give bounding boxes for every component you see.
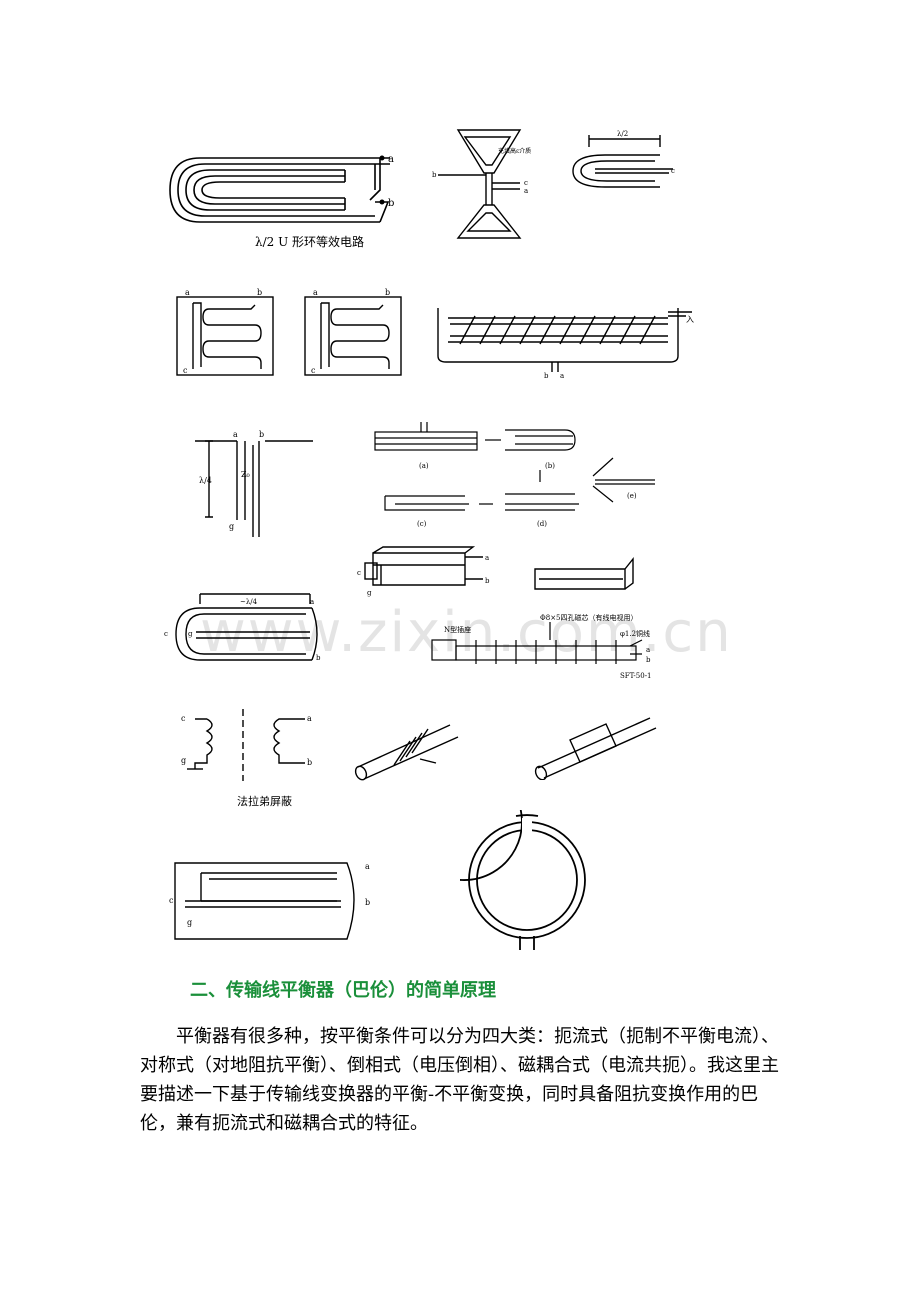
quarter-dim: ~λ/4: [240, 598, 258, 606]
faraday-label-a: a: [307, 714, 312, 723]
helix-label-b: b: [544, 372, 549, 380]
stub-label-a: a: [233, 430, 238, 439]
box-label-a: a: [485, 554, 489, 562]
half-cyl-label-g: g: [187, 918, 192, 927]
quarter-label-c: c: [164, 630, 168, 638]
box-label-b: b: [485, 577, 490, 585]
meander2-label-c: c: [311, 366, 316, 375]
meander-label-a: a: [185, 288, 190, 297]
bowtie-label-a: a: [524, 187, 528, 195]
quarter-label-a: a: [310, 598, 314, 606]
faraday-label-c: c: [181, 714, 186, 723]
faraday-label-b: b: [307, 758, 312, 767]
ferrite-label-a: a: [646, 646, 650, 654]
half-cyl-label-c: c: [169, 896, 174, 905]
u-loop-label-a: a: [388, 154, 394, 165]
stub-dim: λ/4: [199, 476, 212, 485]
section-heading: 二、传输线平衡器（巴伦）的简单原理: [190, 980, 496, 1001]
meander2-label-b: b: [385, 288, 390, 297]
stub-label-b: b: [259, 430, 264, 439]
bowtie-note: 充填高ε介质: [498, 147, 531, 155]
sequence-figure: (a) (b) (c) (d) (e): [374, 422, 655, 528]
ferrite-figure: Φ8×5四孔磁芯（有线电视用） φ1.2铜线 N型插座 SFT-50-1 a b: [431, 613, 652, 680]
ferrite-label2: φ1.2铜线: [620, 629, 650, 638]
quarter-cyl-figure: ~λ/4 a b c g: [164, 593, 321, 662]
meander2-label-a: a: [313, 288, 318, 297]
faraday-label-g: g: [181, 756, 186, 765]
halfwave-label-c: c: [671, 167, 675, 175]
box-label-c: c: [357, 569, 361, 577]
meander-label-c: c: [183, 366, 188, 375]
half-cyl-figure: a b c g: [169, 862, 370, 940]
stub-z: Z₀: [241, 470, 250, 479]
seq-label-e: (e): [627, 492, 637, 500]
u-loop-caption: λ/2 U 形环等效电路: [255, 234, 364, 249]
helix-label-a: a: [560, 372, 564, 380]
seq-label-c: (c): [417, 520, 427, 528]
stub-figure: λ/4 Z₀ a b g: [195, 430, 313, 537]
seq-label-a: (a): [419, 462, 429, 470]
meander-label-b: b: [257, 288, 262, 297]
quarter-label-g: g: [188, 630, 193, 638]
seq-label-b: (b): [545, 462, 555, 470]
meander-figure: a b c a b c: [176, 288, 402, 376]
box-balun-figure: a b c g: [357, 546, 490, 597]
ring-figure: [460, 810, 586, 950]
box-label-g: g: [367, 589, 372, 597]
quarter-label-b: b: [316, 654, 321, 662]
section-paragraph: 平衡器有很多种，按平衡条件可以分为四大类：扼流式（扼制不平衡电流）、对称式（对地…: [140, 1026, 779, 1134]
sleeve-rod-figure: [534, 717, 657, 780]
halfwave-dim: λ/2: [617, 130, 628, 138]
seq-label-d: (d): [537, 520, 547, 528]
faraday-figure: c g a b 法拉弟屏蔽: [181, 709, 312, 808]
u-loop-figure: a b λ/2 U 形环等效电路: [169, 154, 394, 249]
bowtie-figure: 充填高ε介质 b c a: [432, 129, 531, 239]
ferrite-label1: Φ8×5四孔磁芯（有线电视用）: [540, 613, 638, 622]
helix-trough-figure: 入 b a: [437, 308, 694, 380]
half-cyl-label-b: b: [365, 898, 370, 907]
u-loop-label-b: b: [388, 198, 394, 209]
bracket-figure: [534, 557, 634, 590]
bowtie-label-c: c: [524, 179, 528, 187]
faraday-caption: 法拉弟屏蔽: [237, 794, 292, 808]
ferrite-label4: SFT-50-1: [620, 672, 652, 680]
stub-label-g: g: [229, 522, 234, 531]
ferrite-label3: N型插座: [444, 625, 471, 634]
halfwave-cup-figure: λ/2 c: [572, 130, 675, 188]
half-cyl-label-a: a: [365, 862, 370, 871]
ferrite-label-b: b: [646, 656, 651, 664]
wound-rod-figure: [354, 724, 459, 781]
bowtie-label-b: b: [432, 171, 437, 179]
helix-input: 入: [686, 315, 694, 324]
